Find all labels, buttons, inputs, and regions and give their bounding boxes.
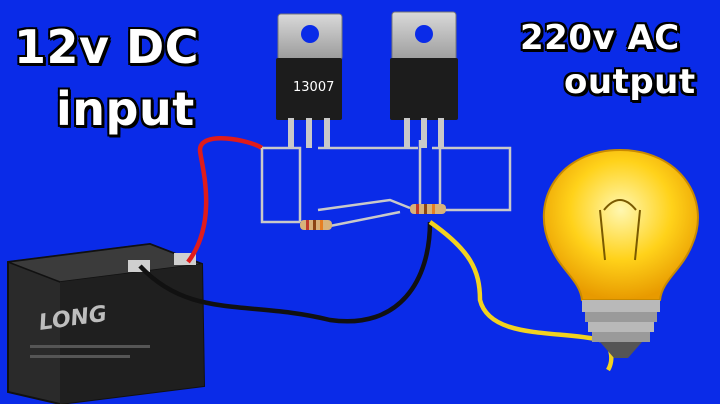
resistor-right: [410, 204, 446, 214]
transistor-marking: 13007: [293, 80, 335, 95]
input-caption-line1: 12v DC: [14, 20, 199, 74]
input-caption-line2: input: [56, 82, 195, 136]
output-caption-line1: 220v AC: [520, 18, 680, 58]
battery: LONG: [7, 242, 206, 404]
resistor-left: [300, 220, 332, 230]
output-caption-line2: output: [564, 62, 696, 102]
transistor-right: [390, 11, 458, 148]
circuit-wiring: [260, 140, 512, 228]
transistor-left: [276, 13, 343, 148]
red-wire: [186, 136, 264, 264]
light-bulb: [542, 148, 699, 358]
black-wire: [138, 221, 433, 324]
